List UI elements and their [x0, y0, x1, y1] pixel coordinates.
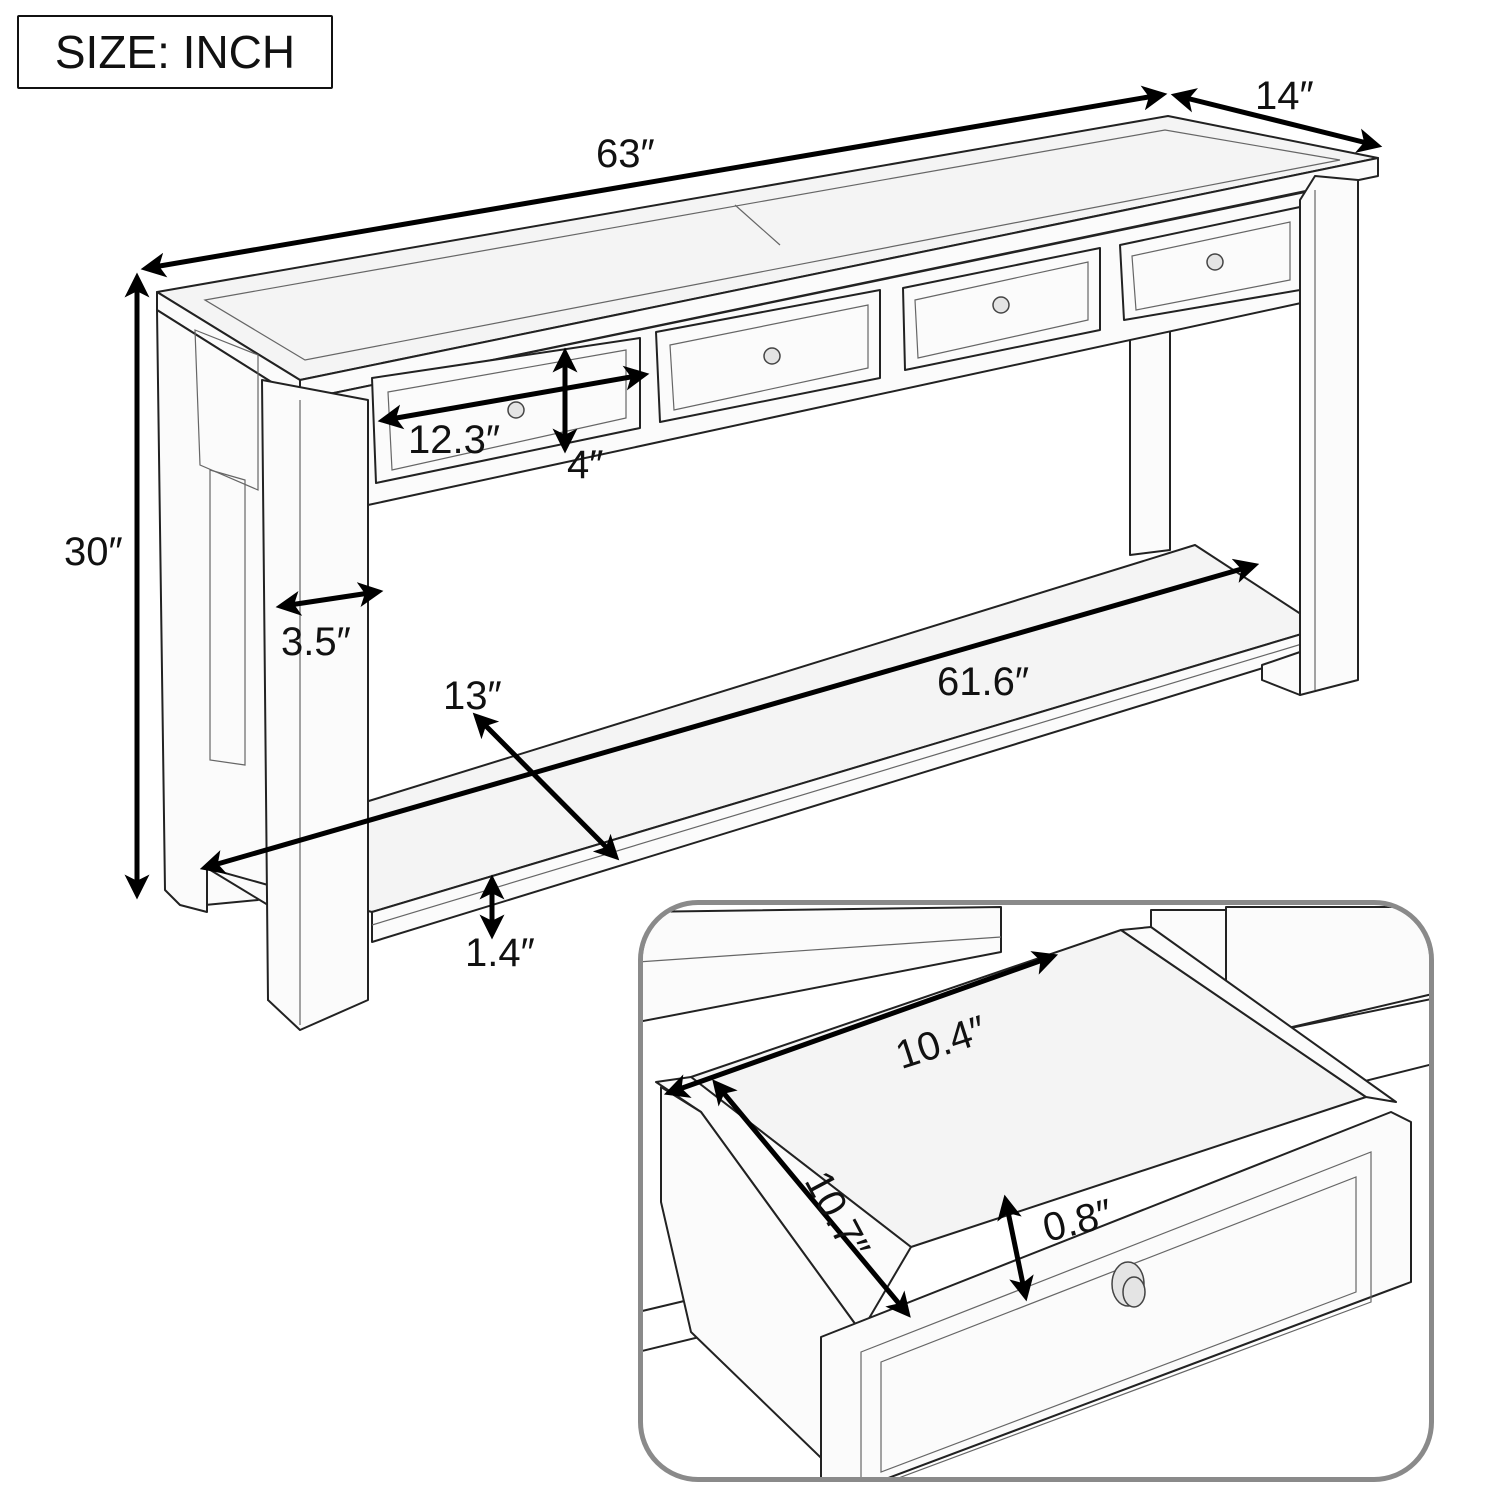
- leg-width-label: 3.5″: [281, 620, 351, 664]
- open-drawer-illustration: [643, 906, 1429, 1477]
- depth-arrow: [1170, 88, 1383, 153]
- front-left-leg: [261, 379, 369, 1031]
- shelf-length-label: 61.6″: [937, 660, 1030, 704]
- overall-height-label: 30″: [64, 530, 123, 574]
- back-right-leg: [1129, 329, 1171, 556]
- bottom-shelf-top: [206, 544, 1316, 913]
- shelf-depth-label: 13″: [443, 674, 502, 718]
- overall-length-label: 63″: [596, 132, 655, 176]
- shelf-thickness-label: 1.4″: [465, 931, 535, 975]
- size-unit-label: SIZE: INCH: [54, 26, 296, 78]
- front-right-leg: [1299, 175, 1359, 696]
- drawer-inner-width-arrow: [663, 951, 1059, 1098]
- drawer-right-side: [1120, 926, 1397, 1103]
- length-arrow: [140, 85, 1168, 278]
- shelf-length-arrow: [199, 558, 1260, 875]
- side-panel-frame: [194, 329, 259, 491]
- drawer-inner-height-arrow: [997, 1194, 1034, 1302]
- drawer-width-arrow: [377, 365, 650, 430]
- drawer-inner-depth-arrow: [712, 1079, 911, 1318]
- drawer-front-height-label: 4″: [567, 443, 604, 487]
- overall-depth-label: 14″: [1255, 74, 1314, 118]
- drawer-front-width-label: 12.3″: [408, 418, 501, 462]
- drawer-detail-inset: 10.4″ 10.7″ 0.8″: [638, 900, 1434, 1482]
- drawer-2: [655, 289, 881, 423]
